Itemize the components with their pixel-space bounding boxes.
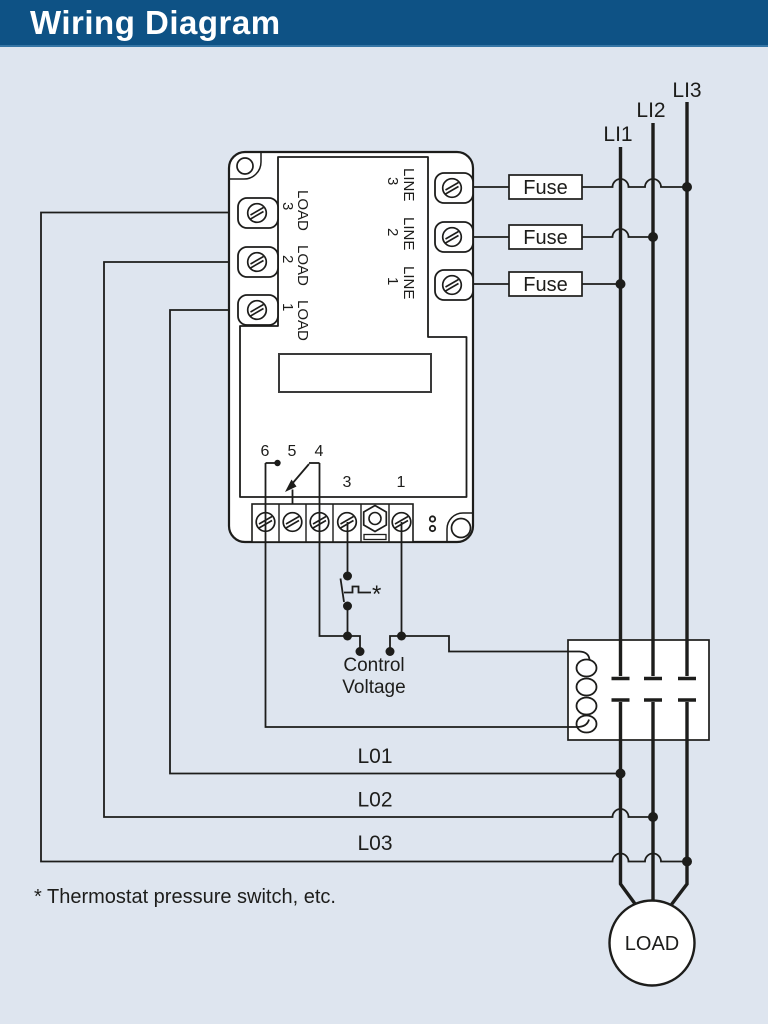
corner-notch-top-left [229, 152, 262, 180]
control-wiring [264, 463, 568, 728]
line-1-num: 1 [384, 277, 401, 285]
load-2-word: LOAD [294, 245, 311, 286]
contactor-coil [568, 650, 598, 734]
screw-line-3 [441, 177, 463, 199]
pressure-switch-blade [339, 578, 345, 603]
pressure-switch-actuator [344, 585, 371, 594]
load-terminal-labels: LOAD 3 LOAD 2 LOAD 1 [279, 190, 311, 341]
display-window [278, 353, 432, 393]
pilot-hole-2 [428, 524, 437, 533]
label-li1: LI1 [603, 123, 632, 146]
wire-terminal-6 [264, 463, 568, 728]
fuse-label-3: Fuse [523, 274, 567, 296]
fuse-box-2 [508, 224, 583, 250]
switch-asterisk: * [372, 581, 381, 608]
hex-nut [362, 504, 388, 541]
load-2-num: 2 [279, 255, 296, 263]
terminal-number-1: 1 [397, 474, 406, 491]
terminal-number-5: 5 [288, 443, 297, 460]
header: Wiring Diagram [0, 0, 768, 47]
footnote: * Thermostat pressure switch, etc. [34, 886, 336, 908]
label-l03: L03 [357, 832, 392, 855]
fuse-box-1 [508, 174, 583, 200]
bottom-terminal-numbers: 6 5 4 3 1 [261, 443, 406, 491]
corner-notch-bottom-right [446, 512, 473, 542]
wire-l02 [103, 261, 653, 818]
line-2-word: LINE [400, 217, 417, 250]
screw-line-2 [441, 226, 463, 248]
screw-load-1 [246, 299, 268, 321]
fuse-label-1: Fuse [523, 177, 567, 199]
line-1-word: LINE [400, 266, 417, 299]
control-voltage-label: Control Voltage [342, 655, 405, 698]
phase-lines [618, 102, 689, 906]
wire-l03 [40, 211, 687, 863]
device-body [227, 150, 475, 544]
load-circle [608, 899, 696, 987]
contactor-contacts [611, 676, 696, 702]
line-3-num: 3 [384, 177, 401, 185]
control-voltage-stub-right [385, 647, 395, 656]
internal-contact-symbol [265, 459, 320, 504]
phase-line-li1 [618, 147, 637, 906]
screw-load-3 [246, 202, 268, 224]
control-voltage-stub-left [355, 647, 365, 656]
load-1-word: LOAD [294, 300, 311, 341]
fuse-label-2: Fuse [523, 227, 567, 249]
label-li2: LI2 [636, 99, 665, 122]
screw-line-1 [441, 274, 463, 296]
terminal-number-3: 3 [343, 474, 352, 491]
label-li3: LI3 [672, 79, 701, 102]
page-title: Wiring Diagram [30, 3, 281, 41]
label-l01: L01 [357, 745, 392, 768]
load-1-num: 1 [279, 303, 296, 311]
fuse-box-3 [508, 271, 583, 297]
output-line-labels: L01 L02 L03 [357, 745, 392, 855]
terminal-number-4: 4 [315, 443, 324, 460]
phase-line-labels: LI1 LI2 LI3 [603, 79, 701, 146]
load-motor: LOAD [608, 899, 696, 987]
line-terminal-labels: LINE 3 LINE 2 LINE 1 [384, 168, 417, 299]
mounting-hole-bottom-right [450, 517, 472, 539]
wire-l01 [169, 309, 621, 775]
line-3-word: LINE [400, 168, 417, 201]
screw-terminal-5 [282, 511, 303, 533]
output-line-wires [40, 211, 687, 863]
mounting-hole-top-left [236, 157, 254, 175]
load-3-word: LOAD [294, 190, 311, 231]
blade-arrowhead [285, 479, 297, 492]
junction-dots [615, 182, 692, 867]
phase-line-li3 [670, 102, 689, 906]
control-voltage-line1: Control [343, 655, 404, 676]
control-voltage-line2: Voltage [342, 677, 405, 698]
terminal-number-6: 6 [261, 443, 270, 460]
load-3-num: 3 [279, 202, 296, 210]
line-2-num: 2 [384, 228, 401, 236]
label-l02: L02 [357, 789, 392, 812]
wire-terminal-4 [318, 463, 348, 637]
fuses: Fuse Fuse Fuse [508, 174, 583, 297]
load-circle-label: LOAD [625, 933, 679, 955]
screw-load-2 [246, 251, 268, 273]
device-inner-panel [239, 156, 468, 498]
fuse-wire-1 [452, 178, 687, 188]
pilot-hole-1 [428, 515, 437, 523]
